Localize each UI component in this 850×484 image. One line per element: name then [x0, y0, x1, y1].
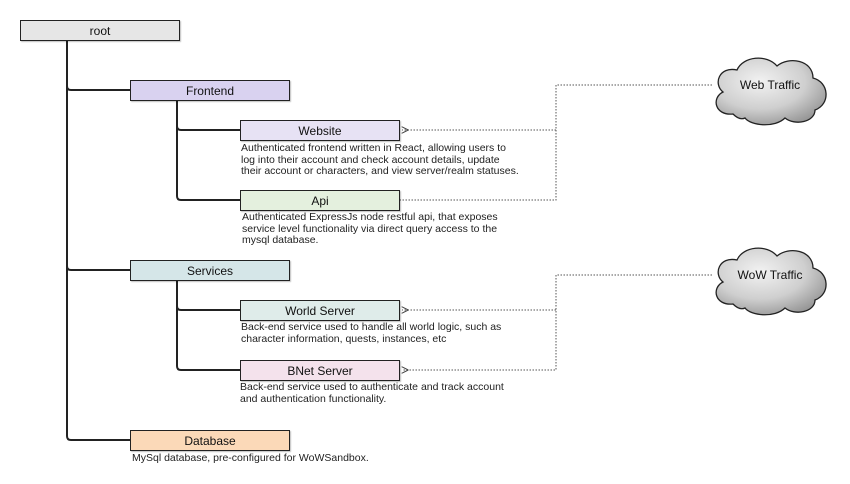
web-traffic-cloud-icon: Web Traffic	[715, 57, 827, 126]
api-desc-line: service level functionality via direct q…	[242, 222, 498, 235]
traffic-connectors	[400, 84, 712, 370]
world-server-desc-line: character information, quests, instances…	[241, 332, 447, 345]
connector-root-trunk	[66, 40, 130, 441]
world-server-label: World Server	[285, 303, 355, 318]
bnet-server-desc-line: and authentication functionality.	[240, 392, 387, 405]
tree-connectors	[66, 40, 240, 441]
bnet-server-label: BNet Server	[287, 363, 353, 378]
api-desc-line: Authenticated ExpressJs node restful api…	[242, 211, 498, 223]
bnet-server-node: BNet Server	[240, 360, 400, 381]
root-node: root	[20, 20, 180, 41]
services-node: Services	[130, 260, 290, 281]
connector-frontend-children	[176, 100, 240, 201]
api-desc-line: mysql database.	[242, 234, 319, 246]
api-label: Api	[311, 193, 329, 208]
world-server-node: World Server	[240, 300, 400, 321]
website-desc-line: Authenticated frontend written in React,…	[241, 142, 506, 154]
website-label: Website	[298, 123, 342, 138]
bnet-server-desc-line: Back-end service used to authenticate an…	[240, 381, 504, 393]
wow-traffic-cloud-icon: WoW Traffic	[715, 247, 827, 316]
database-desc-line: MySql database, pre-configured for WoWSa…	[132, 452, 369, 464]
website-desc-line: their account or characters, and view se…	[241, 165, 519, 177]
website-desc-line: log into their account and check account…	[241, 153, 500, 166]
connector-services-world	[176, 305, 240, 311]
frontend-node: Frontend	[130, 80, 290, 101]
world-server-description: Back-end service used to handle all worl…	[241, 321, 502, 345]
database-node: Database	[130, 430, 290, 451]
connector-root-frontend	[66, 85, 130, 91]
root-label: root	[89, 23, 111, 38]
world-server-desc-line: Back-end service used to handle all worl…	[241, 321, 502, 333]
database-description: MySql database, pre-configured for WoWSa…	[132, 452, 369, 465]
wow-traffic-label: WoW Traffic	[738, 268, 803, 282]
connector-wow-traffic	[402, 274, 712, 370]
services-label: Services	[186, 263, 233, 278]
connector-root-services	[66, 265, 130, 271]
connector-frontend-website	[176, 125, 240, 131]
database-label: Database	[184, 433, 236, 448]
api-node: Api	[240, 190, 400, 211]
bnet-server-description: Back-end service used to authenticate an…	[240, 381, 504, 405]
frontend-label: Frontend	[185, 83, 235, 98]
connector-web-traffic	[400, 84, 712, 201]
website-description: Authenticated frontend written in React,…	[241, 142, 519, 178]
website-node: Website	[240, 120, 400, 141]
web-traffic-label: Web Traffic	[740, 78, 800, 92]
connector-services-children	[176, 280, 240, 371]
api-description: Authenticated ExpressJs node restful api…	[242, 211, 498, 247]
